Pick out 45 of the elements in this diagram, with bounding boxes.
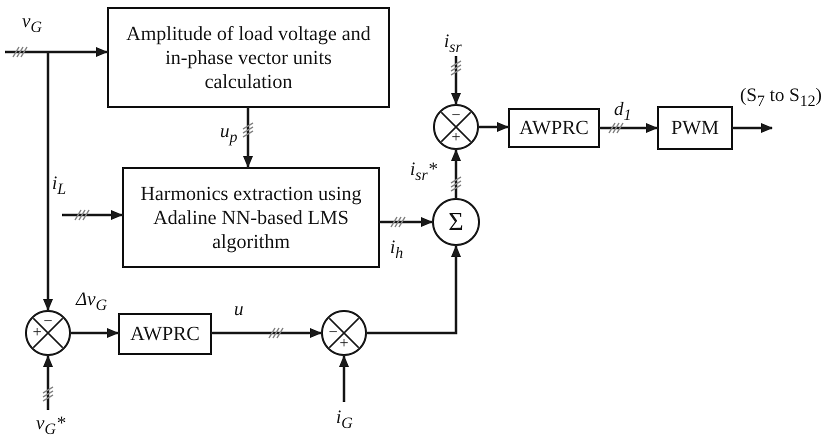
block-label: Amplitude of load voltage and in-phase vector units calculation — [125, 22, 372, 94]
signal-label: u — [234, 300, 244, 319]
arrow — [367, 245, 461, 334]
sign-label: + — [451, 130, 461, 146]
sign-label: − — [451, 108, 461, 124]
signal-label: i$_{L}$ — [52, 174, 66, 198]
arrow — [733, 123, 773, 133]
process-block — [118, 313, 212, 355]
process-block — [122, 167, 380, 268]
sign-label: − — [328, 325, 338, 341]
arrow — [212, 328, 322, 338]
process-block — [508, 108, 600, 148]
arrow — [62, 210, 123, 220]
arrow — [380, 217, 433, 227]
signal-label: (S$_{7}$ to S$_{12}$) — [740, 86, 822, 110]
sign-label: + — [339, 336, 349, 352]
sign-label: − — [43, 314, 53, 330]
arrow — [43, 52, 53, 311]
signal-label: i$_{sr}$ — [444, 32, 462, 56]
summation-circle — [432, 198, 480, 246]
arrow — [339, 355, 349, 402]
arrow — [243, 108, 253, 168]
arrow — [600, 123, 658, 133]
signal-label: v$_{G}$* — [36, 414, 66, 438]
arrow — [43, 355, 53, 410]
signal-label: i$_{G}$ — [336, 408, 353, 432]
sign-label: + — [32, 325, 42, 341]
block-label: AWPRC — [519, 116, 589, 140]
signal-label: u$_{p}$ — [220, 122, 238, 146]
arrow — [71, 328, 119, 338]
arrow — [451, 56, 461, 105]
process-block — [657, 106, 733, 150]
block-label: PWM — [671, 116, 719, 140]
block-label: Harmonics extraction using Adaline NN-based LMS algorithm — [139, 182, 363, 254]
arrow — [451, 149, 461, 198]
signal-label: i$_{h}$ — [390, 238, 404, 262]
block-label: AWPRC — [130, 322, 200, 346]
arrow — [479, 122, 509, 132]
signal-label: Δv$_{G}$ — [76, 290, 108, 314]
arrow — [5, 47, 108, 57]
process-block — [107, 7, 390, 108]
signal-label: d$_{1}$ — [614, 100, 632, 124]
sigma-symbol: Σ — [448, 209, 464, 235]
signal-label: v$_{G}$ — [22, 12, 42, 36]
signal-label: i$_{sr}$* — [410, 160, 438, 184]
